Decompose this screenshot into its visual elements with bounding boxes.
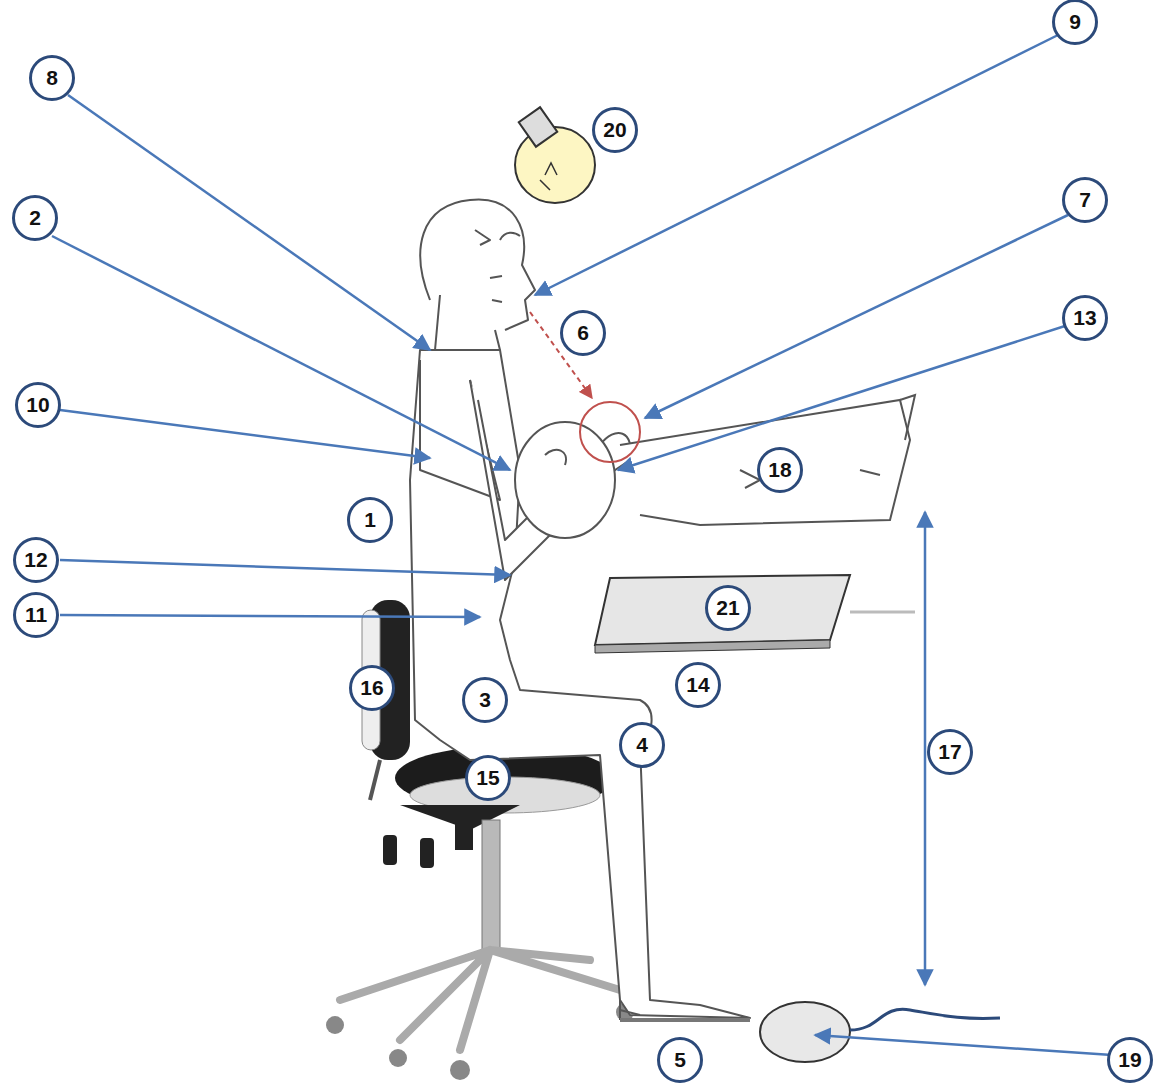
footrest: [620, 1018, 750, 1022]
callout-number: 11: [13, 592, 59, 638]
callout-number: 4: [619, 722, 665, 768]
callout-number: 2: [12, 195, 58, 241]
callout-number: 18: [757, 447, 803, 493]
callout-number: 3: [462, 677, 508, 723]
callout-number: 13: [1062, 295, 1108, 341]
callout-number: 12: [13, 537, 59, 583]
callout-number: 9: [1052, 0, 1098, 45]
callout-number: 17: [927, 729, 973, 775]
callout-number: 19: [1107, 1037, 1153, 1083]
working-field: [580, 402, 640, 462]
callout-number: 14: [675, 662, 721, 708]
callout-number: 7: [1062, 177, 1108, 223]
callout-number: 16: [349, 665, 395, 711]
callout-number: 21: [705, 585, 751, 631]
callout-number: 20: [592, 107, 638, 153]
light-bulb: [515, 107, 595, 203]
patient-figure: [515, 395, 915, 538]
callout-number: 5: [657, 1037, 703, 1083]
foot-pedal: [760, 1002, 1000, 1062]
callout-number: 10: [15, 382, 61, 428]
callout-number: 1: [347, 497, 393, 543]
leader-lines: [52, 35, 1112, 1055]
callout-number: 15: [465, 755, 511, 801]
callout-number: 8: [29, 55, 75, 101]
instrument-tray: [595, 575, 915, 653]
callout-number: 6: [560, 310, 606, 356]
